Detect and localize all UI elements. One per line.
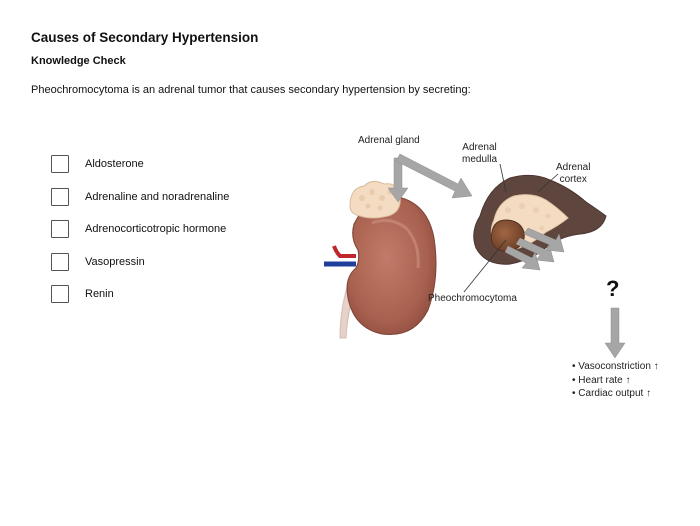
page-title: Causes of Secondary Hypertension	[31, 30, 259, 45]
adrenal-illustration	[324, 153, 626, 359]
option-label: Aldosterone	[85, 158, 144, 170]
secretion-arrows	[504, 227, 565, 271]
label-adrenal-cortex: Adrenal cortex	[556, 162, 591, 185]
effect-item: • Vasoconstriction ↑	[572, 361, 659, 372]
question-text: Pheochromocytoma is an adrenal tumor tha…	[31, 84, 471, 96]
option-label: Vasopressin	[85, 255, 145, 268]
option-label: Renin	[85, 288, 114, 300]
option-renin[interactable]: Renin	[51, 284, 229, 304]
adrenal-cap	[349, 180, 401, 219]
effects-list: • Vasoconstriction ↑ • Heart rate ↑ • Ca…	[572, 360, 659, 401]
label-adrenal-gland: Adrenal gland	[358, 135, 420, 146]
answer-options: Aldosterone Adrenaline and noradrenaline…	[51, 154, 229, 317]
checkbox[interactable]	[51, 155, 69, 173]
effect-item: • Cardiac output ↑	[572, 388, 652, 399]
page-subtitle: Knowledge Check	[31, 55, 126, 67]
label-pheochromocytoma: Pheochromocytoma	[428, 293, 517, 304]
renal-artery	[332, 245, 356, 258]
option-aldosterone[interactable]: Aldosterone	[51, 154, 229, 174]
option-vasopressin[interactable]: Vasopressin	[51, 252, 229, 272]
pointer-arrows	[387, 153, 473, 203]
option-adrenaline-noradrenaline[interactable]: Adrenaline and noradrenaline	[51, 187, 229, 207]
down-arrow	[604, 307, 626, 359]
kidney-highlight	[371, 218, 420, 269]
option-label: Adrenocorticotropic hormone	[85, 223, 227, 235]
option-label: Adrenaline and noradrenaline	[85, 190, 230, 203]
checkbox[interactable]	[51, 252, 69, 271]
checkbox[interactable]	[51, 285, 69, 303]
checkbox[interactable]	[51, 187, 69, 206]
checkbox[interactable]	[51, 220, 69, 238]
label-adrenal-medulla: Adrenal medulla	[462, 142, 498, 165]
kidney-shape	[346, 195, 437, 335]
question-mark: ?	[606, 276, 620, 301]
adrenal-figure: Adrenal gland Adrenal medulla Adrenal co…	[310, 128, 680, 408]
option-acth[interactable]: Adrenocorticotropic hormone	[51, 219, 229, 239]
effect-item: • Heart rate ↑	[572, 374, 631, 386]
